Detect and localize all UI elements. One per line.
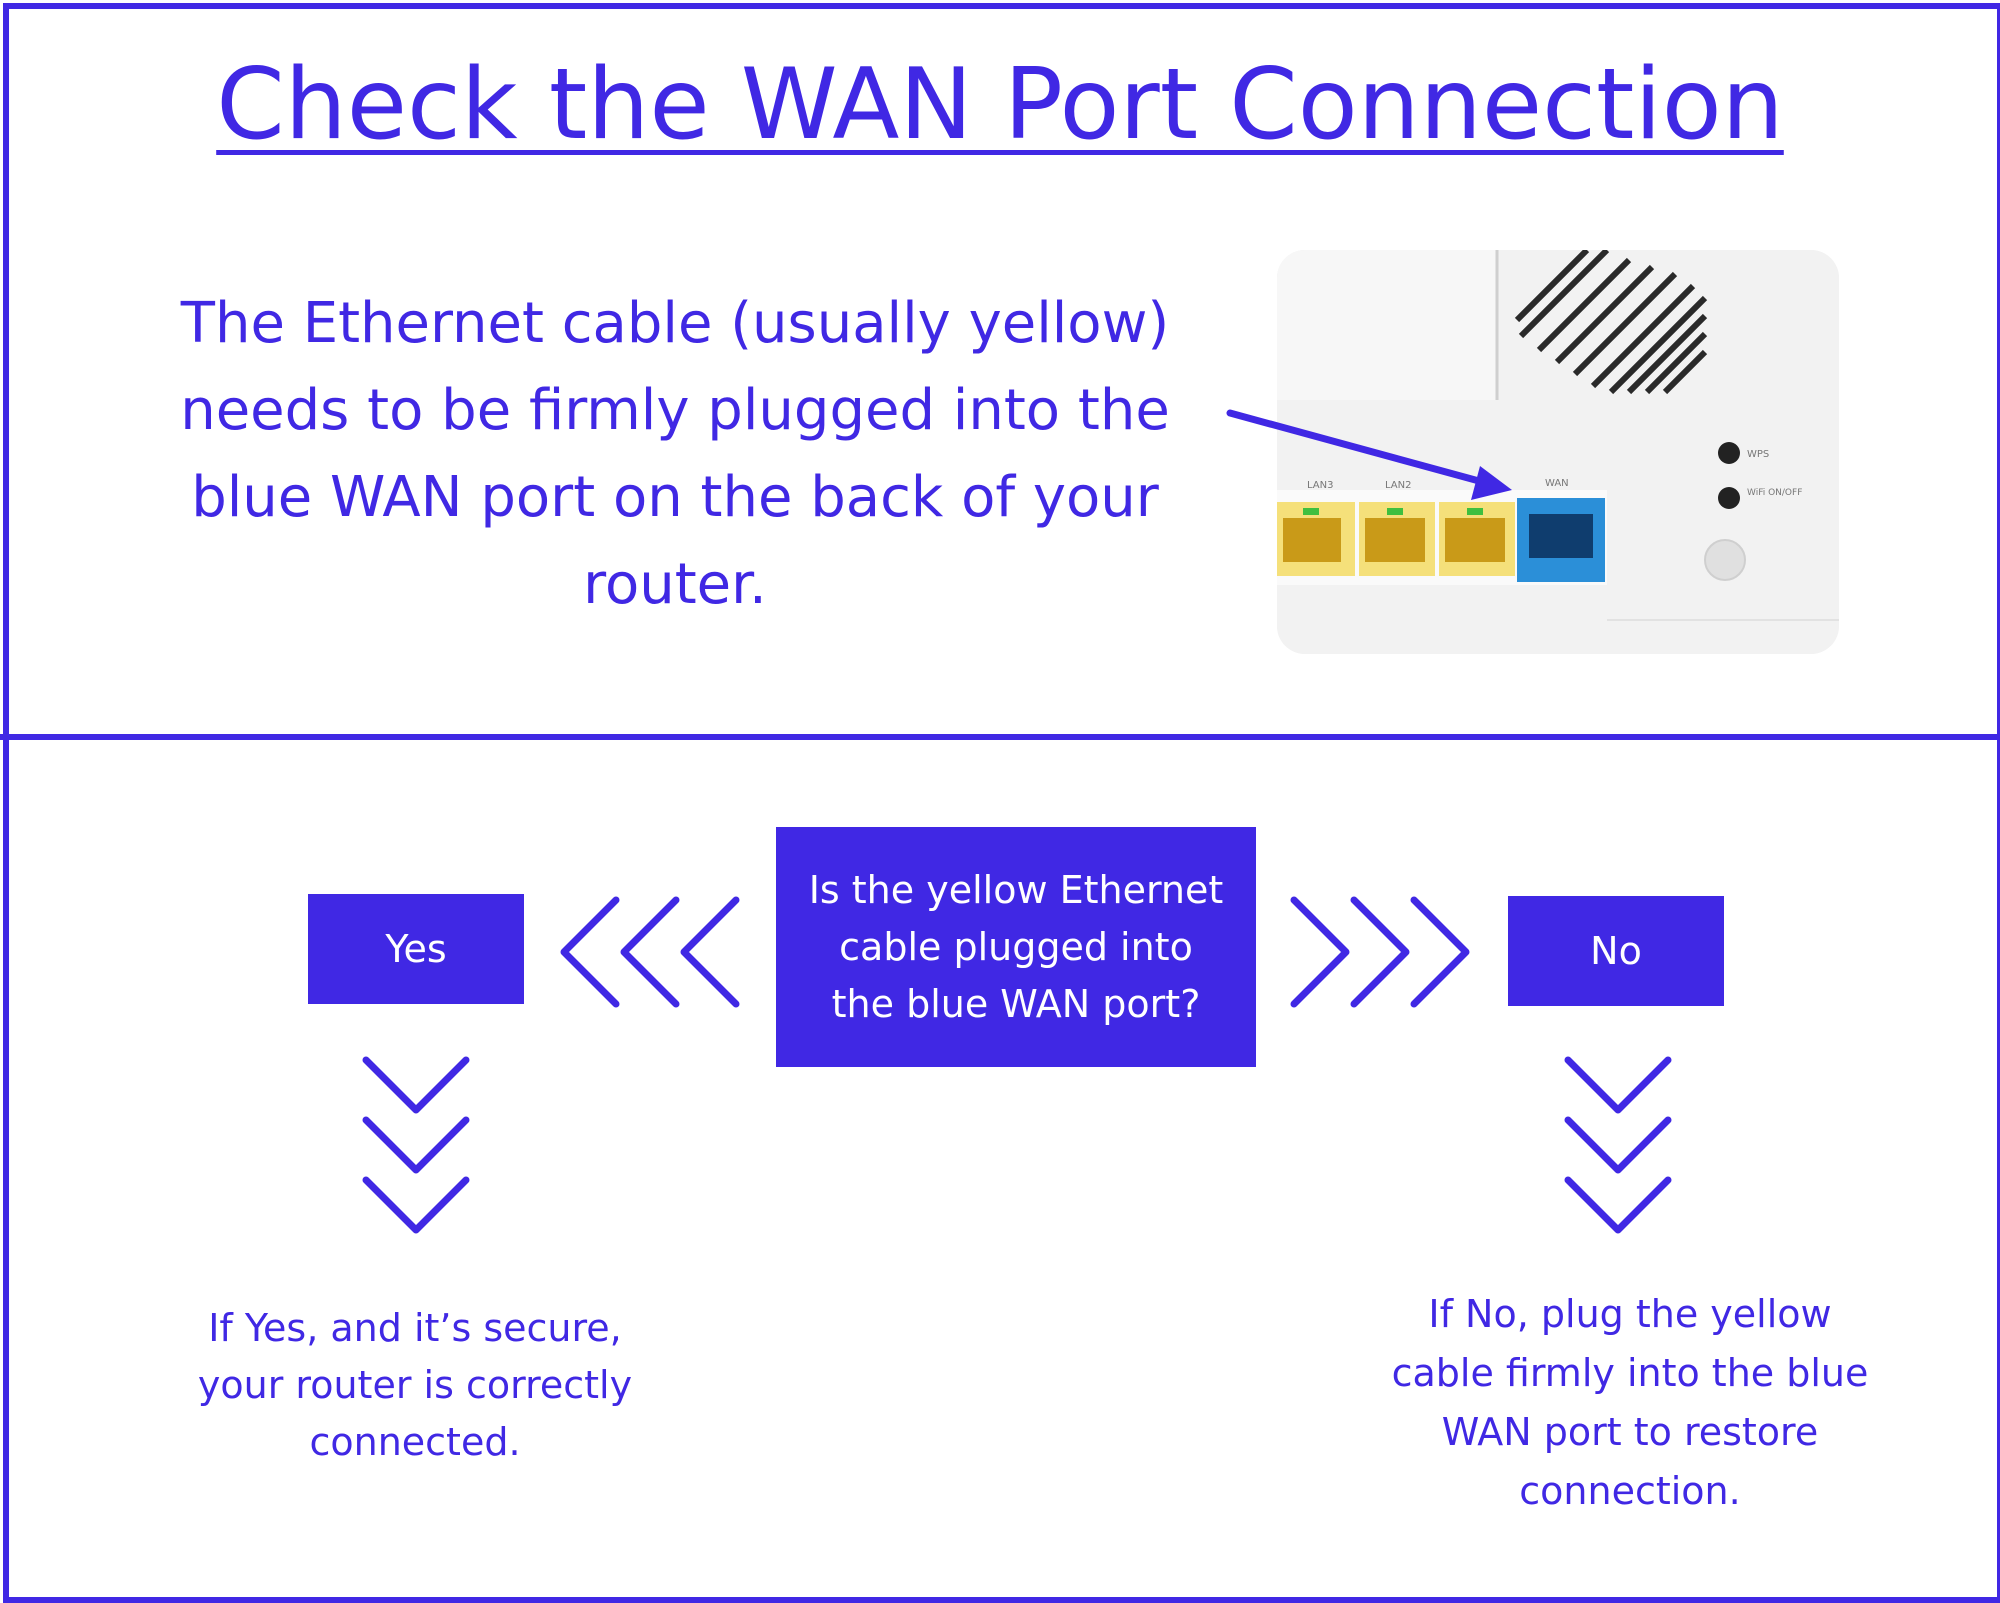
- port-label-lan2: LAN2: [1385, 480, 1411, 491]
- vent-grille: [1514, 250, 1708, 395]
- page-title: Check the WAN Port Connection: [216, 48, 1784, 162]
- router-photo: LAN3 LAN2 WAN WPS WiFi ON/OFF: [1277, 250, 1839, 654]
- button-label-wps: WPS: [1747, 449, 1769, 460]
- chevrons-right-icon: [1290, 896, 1470, 1008]
- button-label-wifi: WiFi ON/OFF: [1747, 488, 1802, 498]
- power-socket: [1704, 539, 1746, 581]
- port-label-lan3: LAN3: [1307, 480, 1333, 491]
- yes-result-text: If Yes, and it’s secure, your router is …: [197, 1306, 633, 1464]
- chevrons-left-icon: [560, 896, 740, 1008]
- intro-text: The Ethernet cable (usually yellow) need…: [180, 291, 1170, 617]
- wifi-button: [1718, 487, 1740, 509]
- port-label-wan: WAN: [1545, 478, 1569, 489]
- question-box: Is the yellow Ethernet cable plugged int…: [776, 827, 1256, 1067]
- wps-button: [1718, 442, 1740, 464]
- wan-port: [1517, 498, 1605, 582]
- no-result-text: If No, plug the yellow cable firmly into…: [1391, 1292, 1869, 1513]
- chevrons-down-icon: [362, 1056, 470, 1234]
- chevrons-down-icon: [1564, 1056, 1672, 1234]
- yes-box: Yes: [308, 894, 524, 1004]
- section-divider: [0, 734, 2000, 740]
- lan-ports: [1277, 502, 1515, 576]
- no-box: No: [1508, 896, 1724, 1006]
